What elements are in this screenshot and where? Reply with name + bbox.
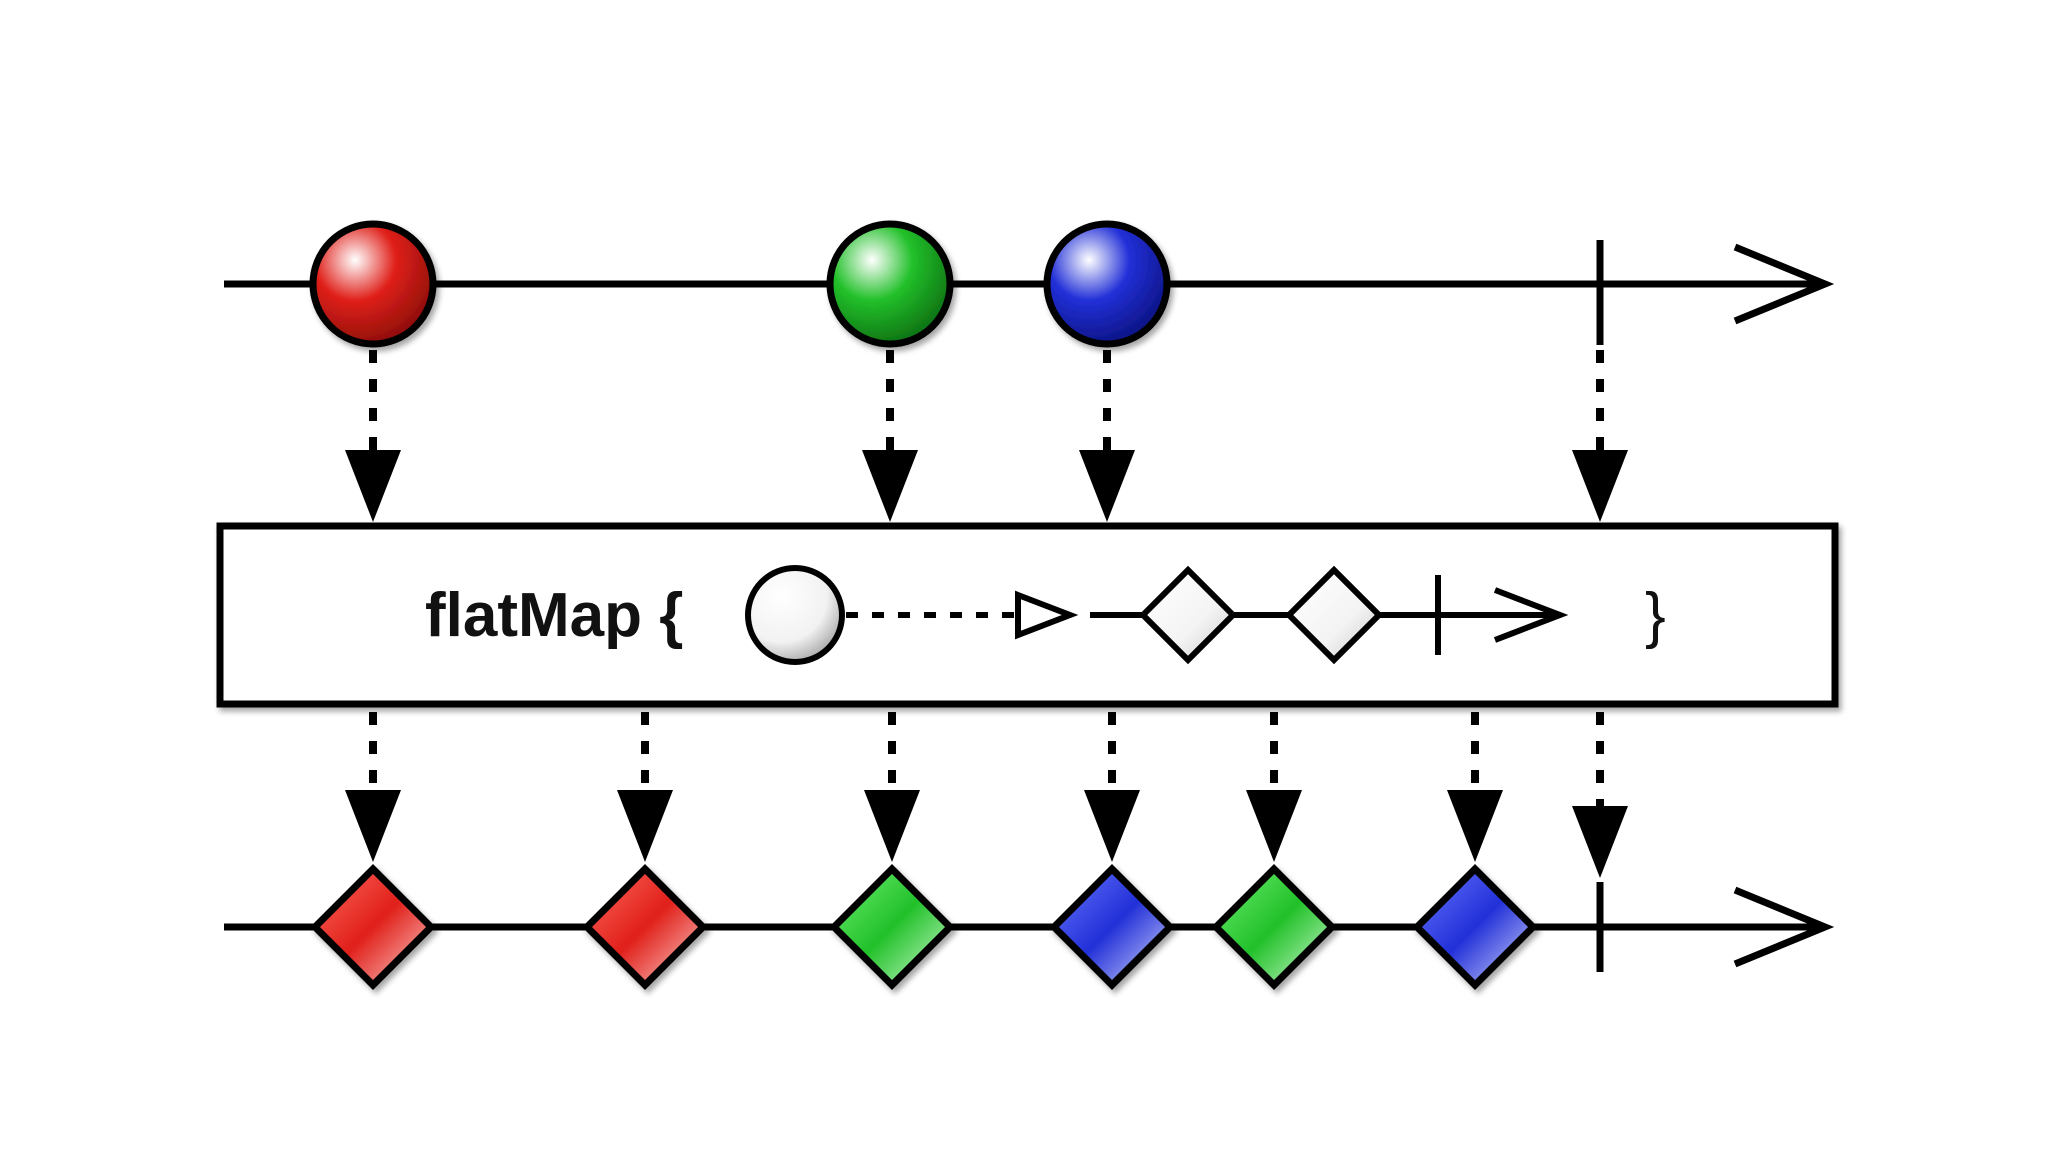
operator-to-output-arrows [345,712,1628,878]
operator-label: flatMap { [425,581,683,650]
output-dotted-arrow-1 [345,712,401,862]
output-dotted-arrow-3 [864,712,920,862]
inner-diamond-2 [1284,565,1384,665]
inner-sequence [745,565,1569,665]
input-dotted-arrow-2 [862,350,918,522]
output-timeline [224,882,1835,972]
inner-arrow-head [1493,587,1569,643]
output-diamond-blue-2 [1412,864,1538,990]
input-arrow-head [1733,243,1835,325]
output-diamond-green-2 [1211,864,1337,990]
input-marbles [309,220,1171,348]
operator-box: flatMap { } [216,522,1839,708]
input-marble-blue [1043,220,1171,348]
output-diamond-blue-1 [1049,864,1175,990]
input-marble-green [826,220,954,348]
input-dotted-arrow-1 [345,350,401,522]
operator-closing-brace: } [1645,581,1666,650]
output-dotted-arrow-6 [1447,712,1503,862]
output-arrow-head [1733,886,1835,968]
output-dotted-arrow-5 [1246,712,1302,862]
input-marble-red [309,220,437,348]
input-timeline [224,240,1835,345]
inner-open-arrowhead [1015,590,1079,640]
output-diamond-red-1 [310,864,436,990]
output-marbles [310,864,1538,990]
output-dotted-arrow-4 [1084,712,1140,862]
output-diamond-green-1 [829,864,955,990]
inner-diamond-1 [1138,565,1238,665]
output-dotted-arrow-7 [1572,712,1628,878]
input-dotted-arrow-4 [1572,350,1628,522]
output-dotted-arrow-2 [617,712,673,862]
inner-source-circle [745,565,845,665]
input-dotted-arrow-3 [1079,350,1135,522]
output-diamond-red-2 [582,864,708,990]
input-to-operator-arrows [345,350,1628,522]
